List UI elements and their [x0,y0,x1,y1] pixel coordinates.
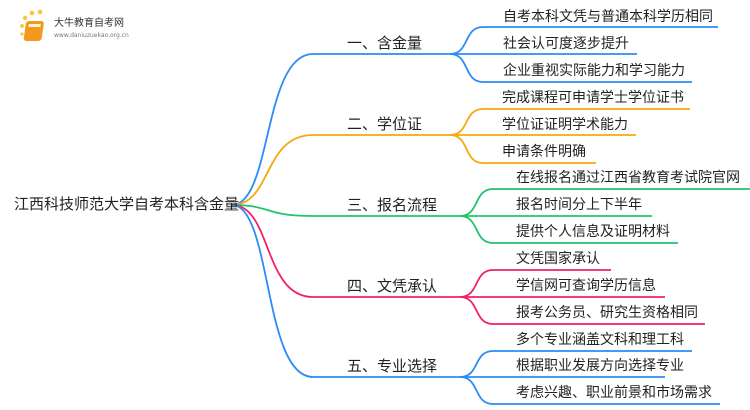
logo: 大牛教育自考网 www.daniuzuekao.org.cn [18,8,138,48]
logo-title: 大牛教育自考网 [54,18,124,29]
logo-url: www.daniuzuekao.org.cn [54,32,129,39]
leaf-1-3[interactable]: 企业重视实际能力和学习能力 [503,63,685,79]
leaf-2-1[interactable]: 完成课程可申请学士学位证书 [502,90,684,106]
leaf-5-3-connector [459,376,720,405]
leaf-1-3-connector [449,53,692,83]
branch-5-connector [231,204,460,378]
branch-4-label[interactable]: 四、文凭承认 [347,277,438,295]
leaf-3-1[interactable]: 在线报名通过江西省教育考试院官网 [516,170,740,186]
leaf-3-3-connector [459,215,678,244]
leaf-2-3-connector [449,134,596,164]
branch-1-connector [231,53,450,206]
leaf-5-3[interactable]: 考虑兴趣、职业前景和市场需求 [516,385,712,401]
branch-3-connector [231,204,460,217]
leaf-4-3[interactable]: 报考公务员、研究生资格相同 [516,305,698,321]
leaf-1-2[interactable]: 社会认可度逐步提升 [503,36,629,52]
root-topic[interactable]: 江西科技师范大学自考本科含金量 [14,195,240,213]
branch-3-label[interactable]: 三、报名流程 [347,196,438,214]
book-logo-icon [20,9,44,41]
branch-2-connector [231,134,450,206]
leaf-1-1[interactable]: 自考本科文凭与普通本科学历相同 [503,9,713,25]
branch-1-label[interactable]: 一、含金量 [347,34,423,52]
leaf-2-3[interactable]: 申请条件明确 [502,144,586,160]
leaf-4-3-connector [459,296,705,325]
branch-2-label[interactable]: 二、学位证 [347,115,423,133]
leaf-2-2[interactable]: 学位证证明学术能力 [502,117,628,133]
leaf-5-1[interactable]: 多个专业涵盖文科和理工科 [516,332,684,348]
branch-4-connector [231,204,460,298]
leaf-4-1[interactable]: 文凭国家承认 [516,251,600,267]
leaf-1-1-connector [449,26,718,55]
leaf-3-3[interactable]: 提供个人信息及证明材料 [516,224,670,240]
branch-5-label[interactable]: 五、专业选择 [347,357,438,375]
leaf-5-2[interactable]: 根据职业发展方向选择专业 [516,358,684,374]
leaf-3-2[interactable]: 报名时间分上下半年 [516,197,642,213]
leaf-3-1-connector [459,188,750,217]
leaf-4-2[interactable]: 学信网可查询学历信息 [516,278,656,294]
leaf-4-1-connector [459,269,611,298]
